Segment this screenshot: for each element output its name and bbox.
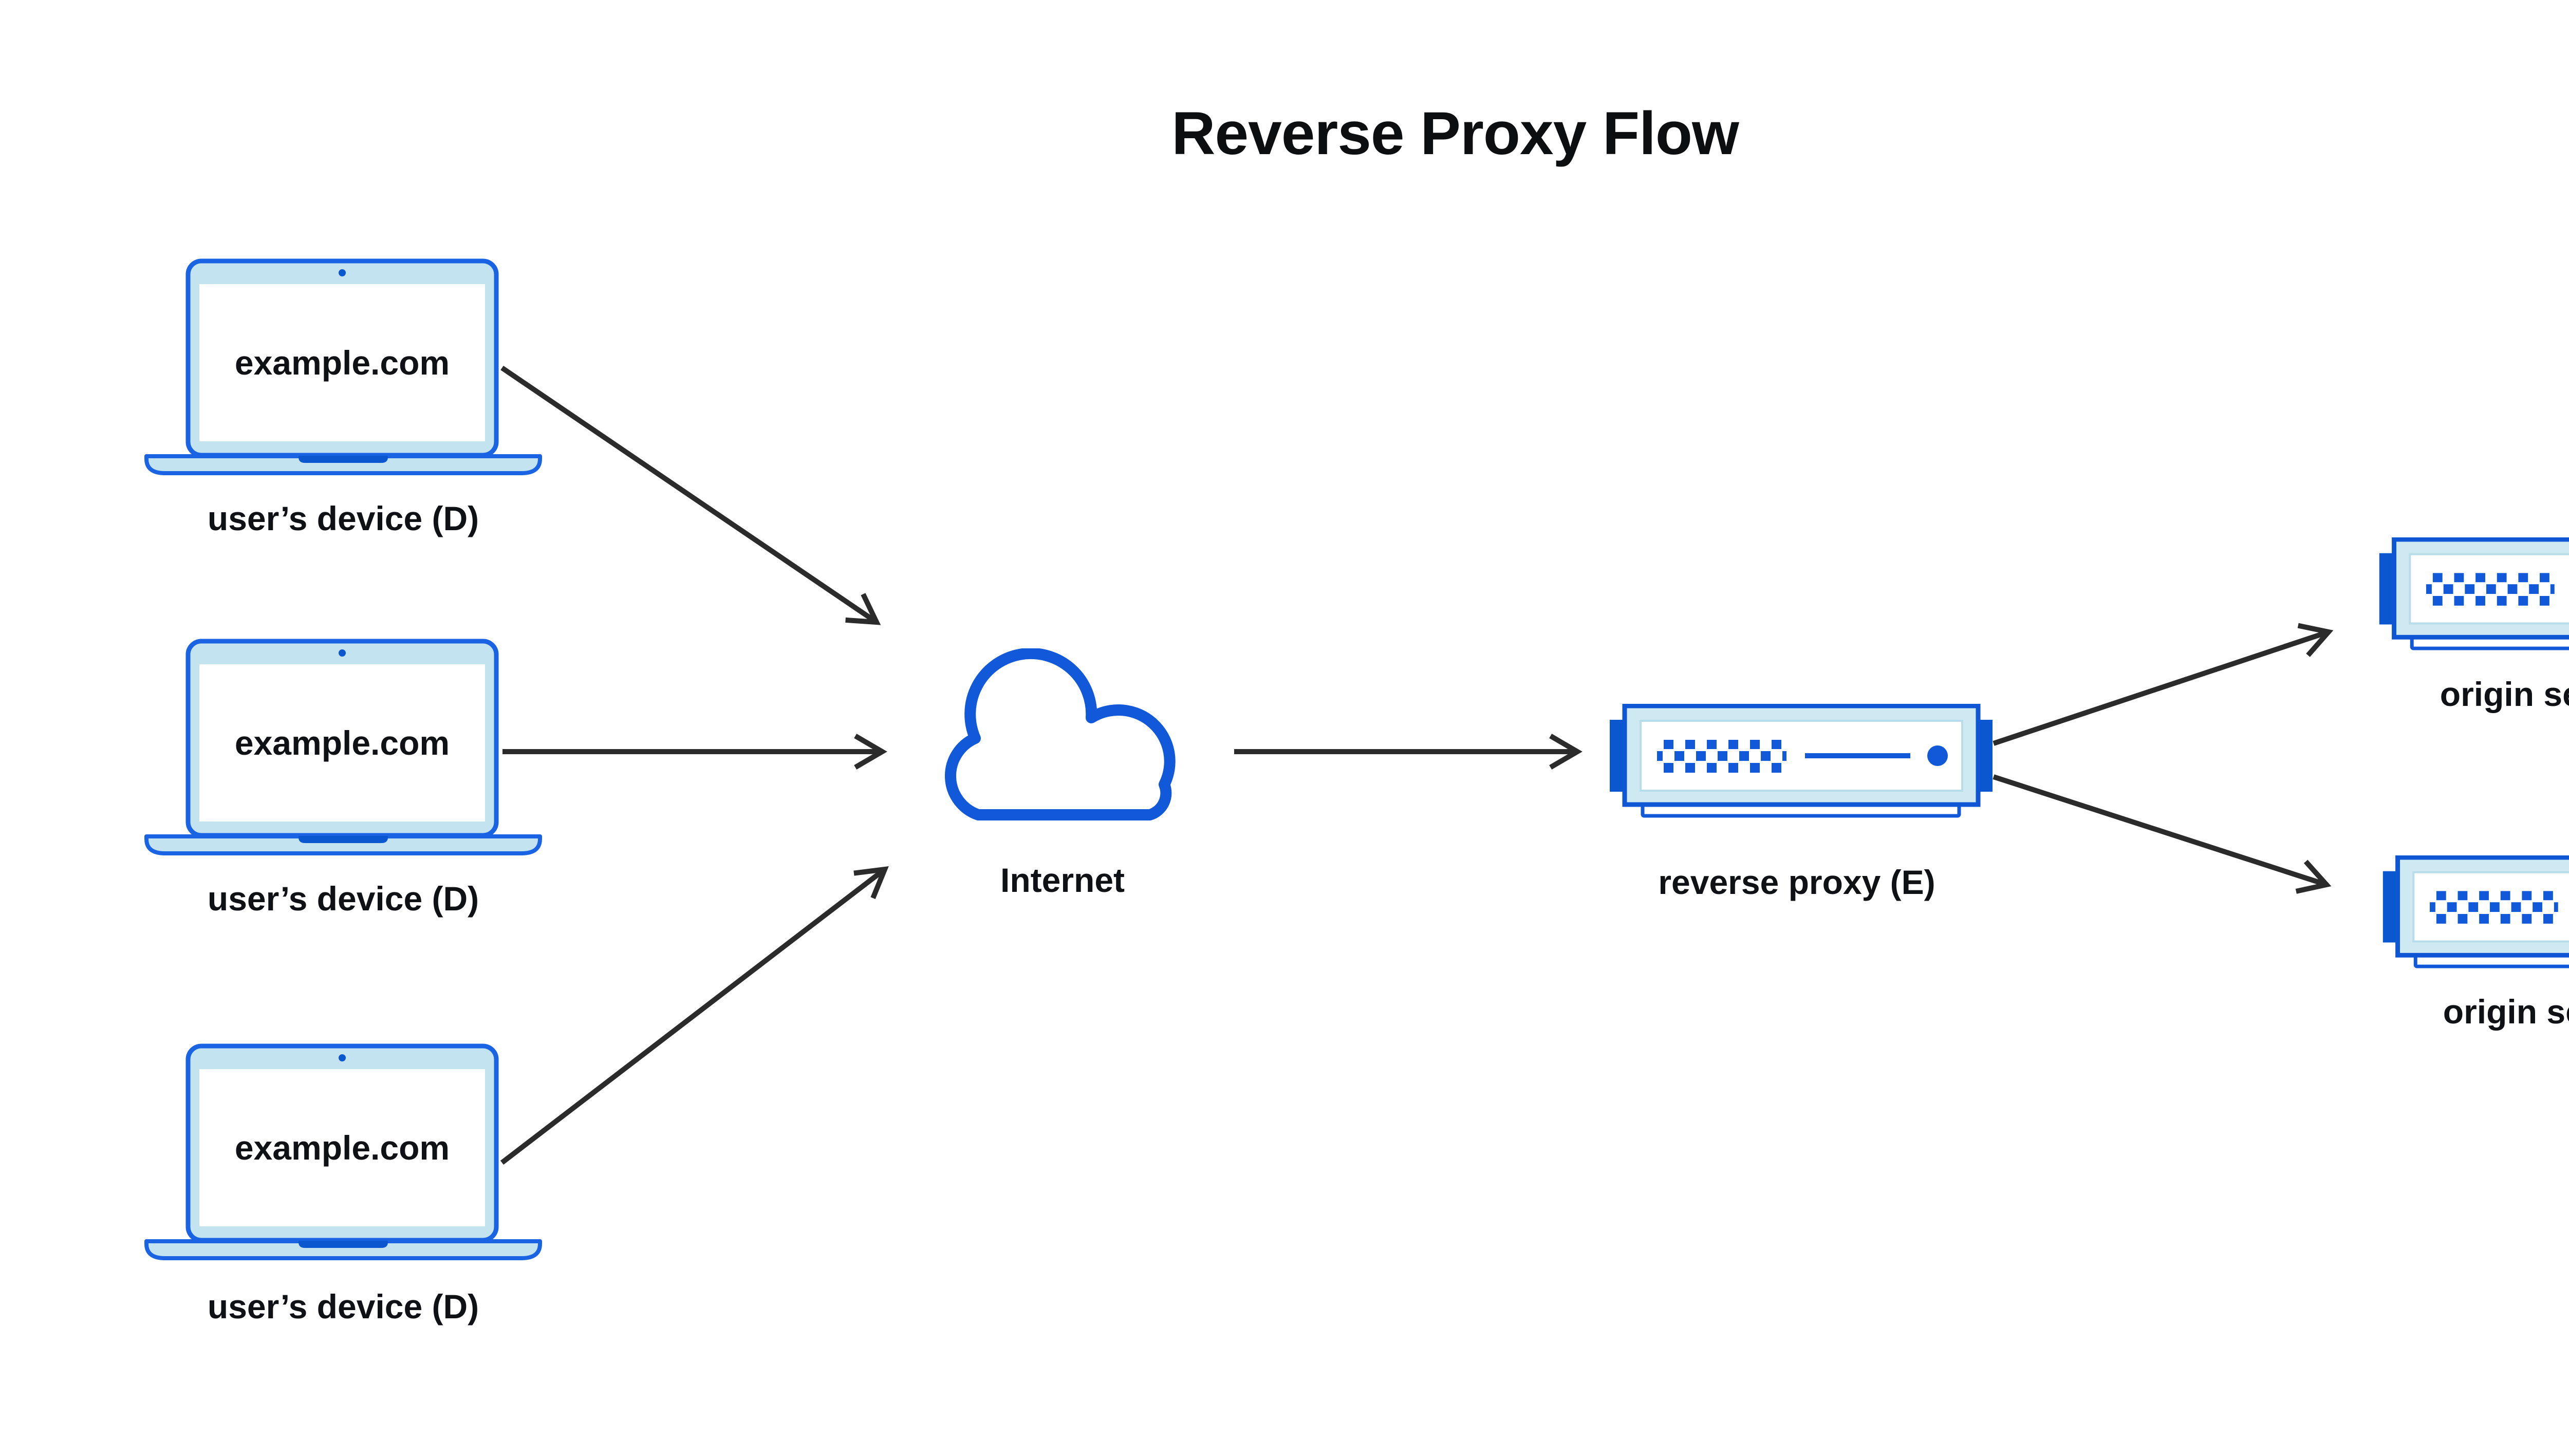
device-screen-text: example.com — [234, 344, 450, 382]
device-label: user’s device (D) — [207, 499, 479, 537]
server-icon — [1610, 704, 1993, 818]
reverse-proxy-label: reverse proxy (E) — [1658, 863, 1935, 901]
camera-dot-icon — [339, 1054, 346, 1061]
user-device-1 — [143, 257, 544, 475]
internet-label: Internet — [1000, 861, 1125, 899]
device-screen-text: example.com — [234, 1129, 450, 1167]
server-power-dot — [1927, 745, 1948, 766]
laptop-icon — [144, 258, 542, 475]
arrow-device1-to-internet — [500, 365, 881, 625]
laptop-icon — [144, 639, 542, 855]
device-screen-text: example.com — [234, 724, 450, 762]
arrow-device3-to-internet — [500, 866, 889, 1165]
origin-server-label: origin server (F) — [2443, 993, 2569, 1031]
arrow-proxy-to-origin1 — [1993, 623, 2334, 746]
server-icon — [2382, 855, 2569, 968]
device-label: user’s device (D) — [207, 880, 479, 918]
camera-dot-icon — [339, 649, 346, 657]
internet — [918, 648, 1205, 828]
user-device-3 — [143, 1042, 544, 1260]
arrow-proxy-to-origin2 — [1993, 774, 2332, 894]
origin-server-1 — [2378, 537, 2569, 652]
cloud-icon — [945, 648, 1176, 820]
camera-dot-icon — [339, 269, 346, 276]
server-dot-grid — [1657, 740, 1786, 773]
device-label: user’s device (D) — [207, 1287, 479, 1326]
server-icon — [2379, 537, 2569, 650]
user-device-2 — [143, 637, 544, 855]
origin-server-label: origin server (F) — [2440, 675, 2569, 713]
page-title: Reverse Proxy Flow — [1171, 100, 1739, 167]
server-dot-grid — [2429, 891, 2558, 924]
laptop-icon — [144, 1043, 542, 1260]
server-dot-grid — [2426, 573, 2555, 606]
origin-server-2 — [2382, 855, 2569, 970]
reverse-proxy — [1610, 704, 1993, 819]
